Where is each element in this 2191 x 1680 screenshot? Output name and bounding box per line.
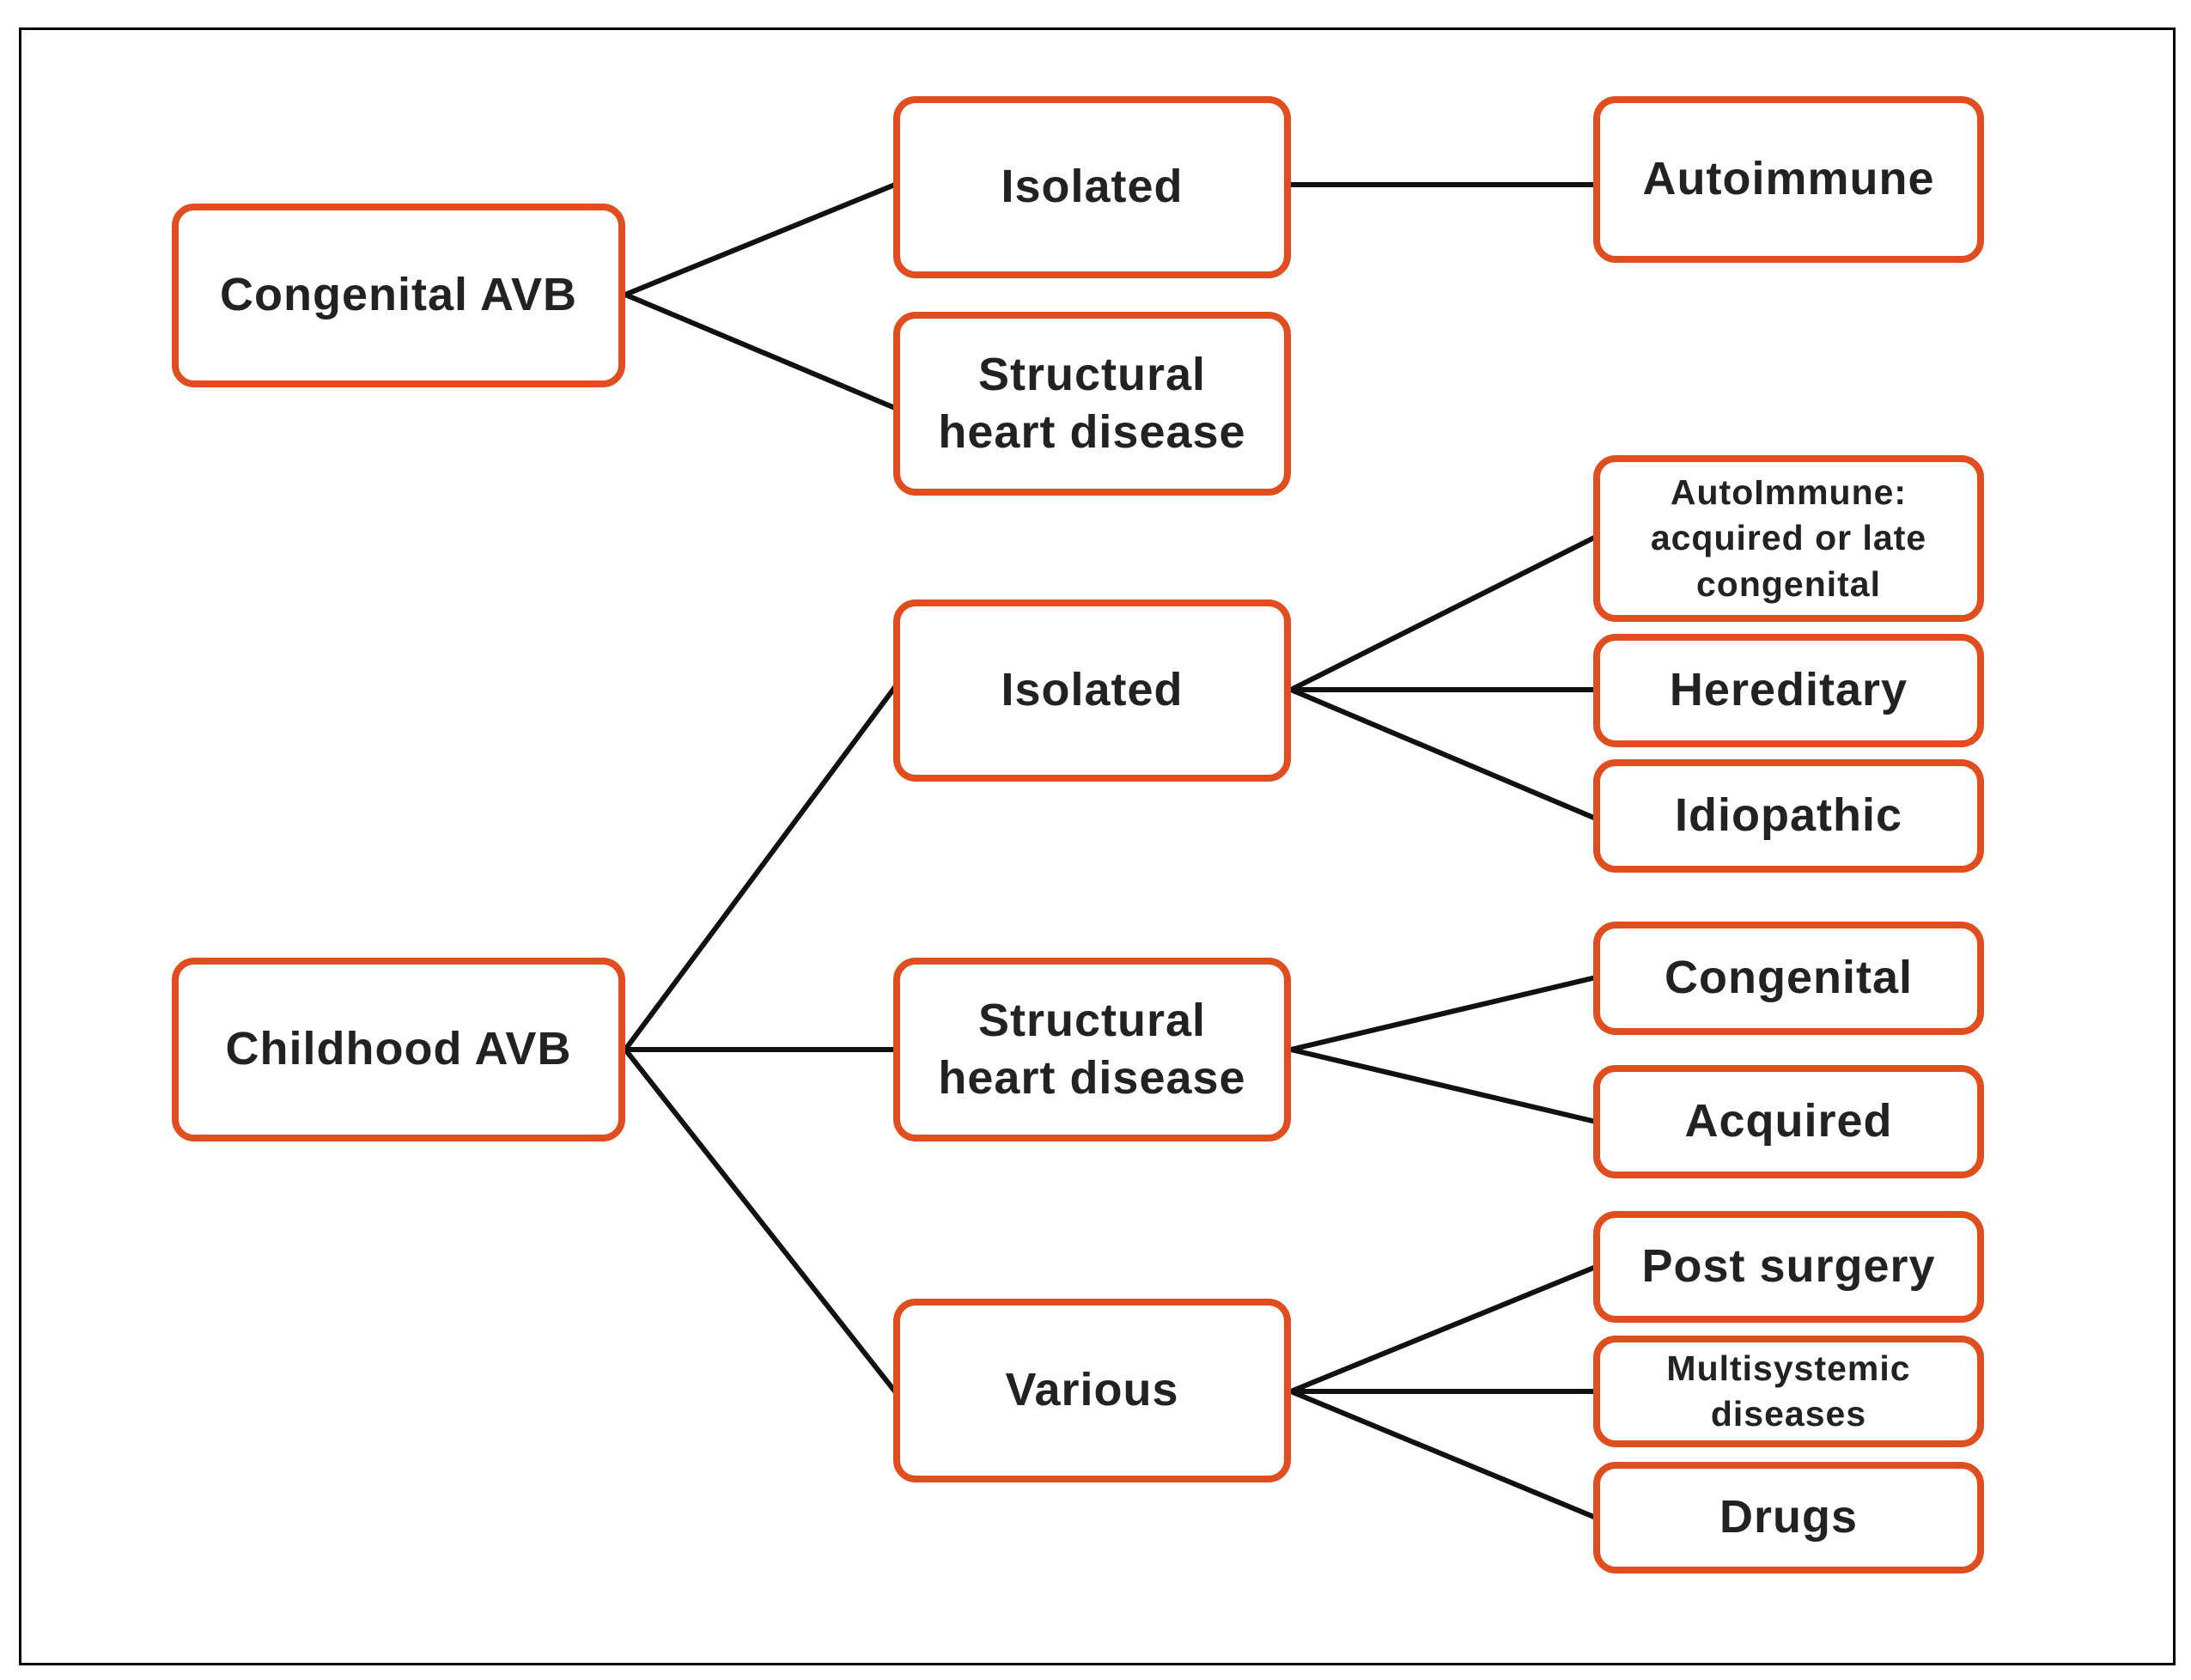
- node-congenital-isolated: Isolated: [893, 96, 1291, 278]
- node-multisystemic-diseases: Multisystemic diseases: [1593, 1336, 1984, 1447]
- node-idiopathic: Idiopathic: [1593, 759, 1984, 873]
- connector-various-drugs: [1288, 1389, 1598, 1520]
- node-autoimmune-acquired-late: AutoImmune: acquired or late congenital: [1593, 455, 1984, 622]
- node-childhood-isolated: Isolated: [893, 600, 1291, 782]
- node-childhood-avb: Childhood AVB: [172, 958, 625, 1141]
- node-structural-acquired: Acquired: [1593, 1065, 1984, 1178]
- node-hereditary: Hereditary: [1593, 634, 1984, 747]
- connector-structural-acquired: [1288, 1047, 1598, 1124]
- connector-childhood-isolated: [623, 685, 898, 1052]
- connector-congenital-isolated: [623, 182, 898, 297]
- connector-isolated-idiopathic: [1288, 687, 1598, 821]
- node-childhood-structural: Structural heart disease: [893, 958, 1291, 1141]
- connector-various-post-surgery: [1288, 1264, 1598, 1394]
- node-structural-congenital: Congenital: [1593, 922, 1984, 1035]
- node-congenital-avb: Congenital AVB: [172, 204, 625, 387]
- node-congenital-structural: Structural heart disease: [893, 312, 1291, 496]
- node-post-surgery: Post surgery: [1593, 1211, 1984, 1323]
- node-drugs: Drugs: [1593, 1462, 1984, 1573]
- diagram-frame: [19, 27, 2176, 1665]
- node-various: Various: [893, 1299, 1291, 1482]
- connector-structural-congenital: [1288, 975, 1598, 1052]
- connector-childhood-various: [623, 1047, 898, 1394]
- node-congenital-autoimmune: Autoimmune: [1593, 96, 1984, 263]
- connector-congenital-structural: [623, 292, 898, 411]
- connector-isolated-autoimmune-late: [1288, 534, 1598, 692]
